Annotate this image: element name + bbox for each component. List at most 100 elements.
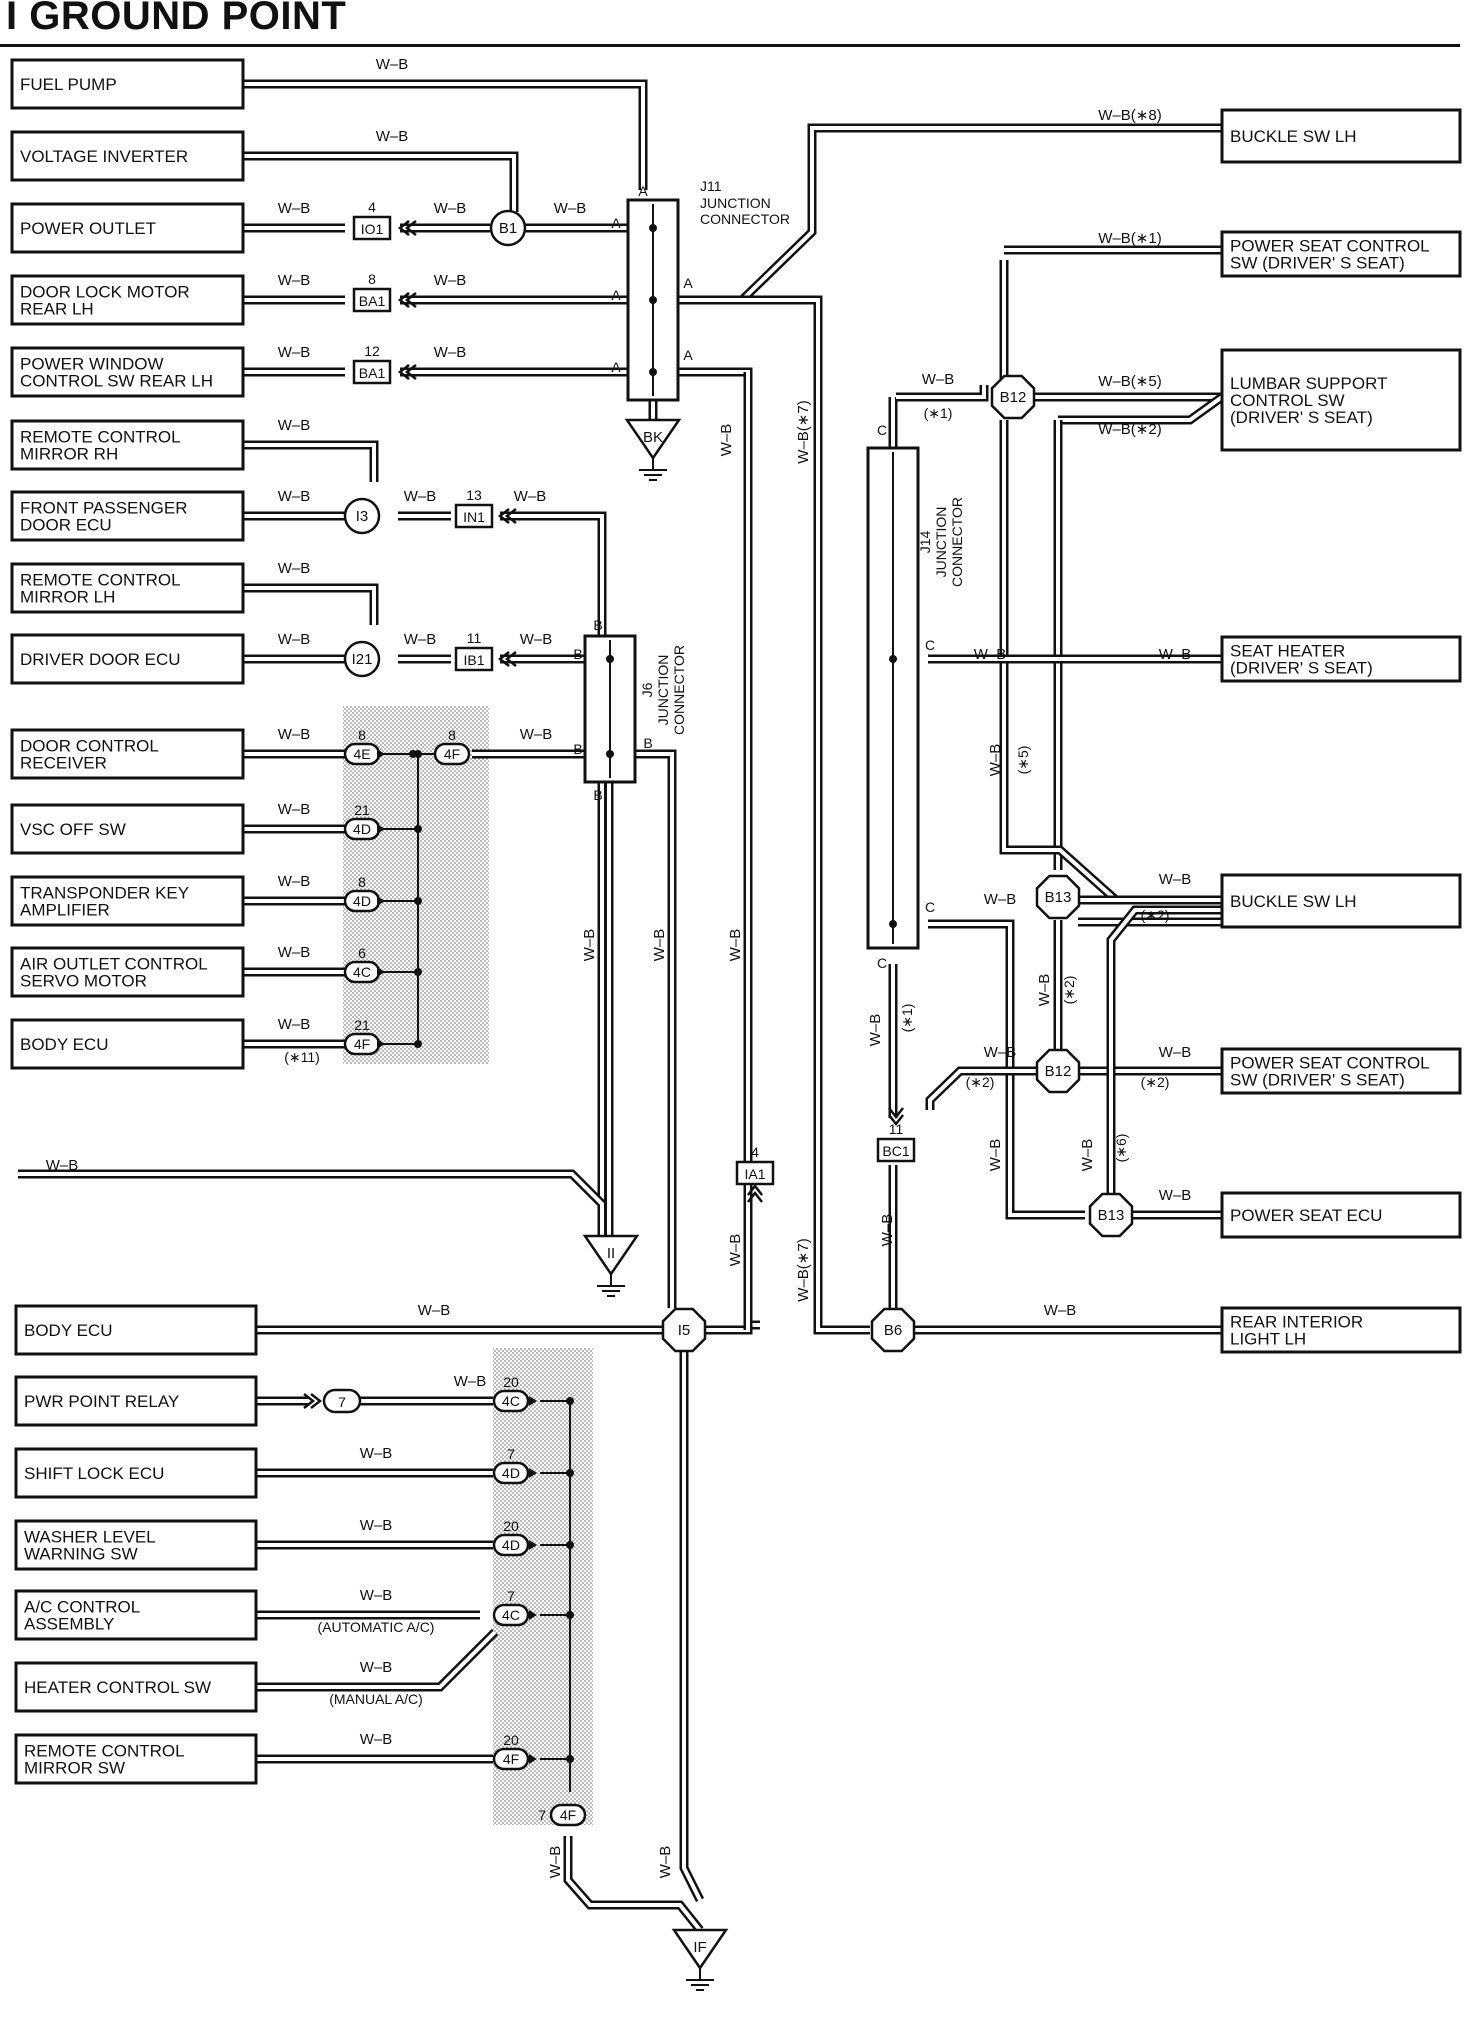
wire-label-j14-b12: W–B bbox=[922, 371, 955, 388]
comp-door-lock-motor-label-1: REAR LH bbox=[20, 300, 94, 319]
wire-b13b-buckle-core bbox=[1109, 908, 1222, 1194]
comp-pwr-point-relay-label-0: PWR POINT RELAY bbox=[24, 1392, 179, 1411]
note-2a: (∗2) bbox=[1141, 907, 1170, 923]
wire-label-wb7-b: W–B(∗7) bbox=[795, 1238, 812, 1301]
connector-arrow bbox=[397, 364, 417, 380]
arrow-head bbox=[377, 824, 385, 834]
splice-b12a-label: B12 bbox=[1000, 389, 1027, 406]
wire-label: W–B bbox=[1036, 974, 1053, 1007]
connector-io1 bbox=[352, 215, 392, 241]
comp-remote-mirror-rh-label-1: MIRROR RH bbox=[20, 445, 118, 464]
wire-mirror-lh bbox=[243, 583, 379, 625]
comp-power-seat-ecu-label-0: POWER SEAT ECU bbox=[1230, 1206, 1382, 1225]
pin-b-2: B bbox=[573, 741, 582, 757]
pin-c-0: C bbox=[877, 422, 887, 438]
comp-air-outlet-label-0: AIR OUTLET CONTROL bbox=[20, 955, 208, 974]
wire-label: W–B bbox=[1044, 1302, 1077, 1319]
connector-c4c_a-id: 4C bbox=[353, 964, 371, 980]
arrow-head bbox=[529, 1754, 537, 1764]
note-2d: (∗2) bbox=[1141, 1074, 1170, 1090]
pin-a-3: A bbox=[611, 287, 621, 303]
wire-label: W–B bbox=[434, 200, 467, 217]
wire-fuel-pump bbox=[243, 79, 648, 190]
junction-dot bbox=[414, 897, 422, 905]
wire-label: W–B bbox=[434, 272, 467, 289]
wire-label: W–B bbox=[360, 1731, 393, 1748]
wire-label: W–B bbox=[278, 726, 311, 743]
comp-power-seat-ctrl-2-box bbox=[1220, 1047, 1462, 1095]
wire-label: W–B bbox=[278, 873, 311, 890]
connector-ba1b-pin: 12 bbox=[364, 343, 380, 359]
page-title: I GROUND POINT bbox=[6, 0, 347, 38]
note-auto-ac: (AUTOMATIC A/C) bbox=[318, 1619, 435, 1635]
comp-power-seat-ecu-box bbox=[1220, 1191, 1462, 1239]
comp-rear-interior-light-label-0: REAR INTERIOR bbox=[1230, 1313, 1363, 1332]
splice-b13a-label: B13 bbox=[1045, 889, 1072, 906]
j11-name-1: CONNECTOR bbox=[700, 211, 790, 227]
connector-c4f_b-id: 4F bbox=[354, 1036, 370, 1052]
wire-label: W–B bbox=[46, 1157, 79, 1174]
pin-b-1: B bbox=[573, 646, 582, 662]
note-1a: (∗1) bbox=[924, 405, 953, 421]
wire-label: W–B bbox=[1159, 871, 1192, 888]
comp-fuel-pump-box bbox=[10, 58, 245, 110]
connector-ib1 bbox=[454, 646, 494, 672]
wire-mirror-rh bbox=[243, 440, 379, 482]
splice-b1 bbox=[489, 209, 527, 247]
connector-c4d_c-id: 4D bbox=[502, 1465, 520, 1481]
comp-body-ecu-1-label-0: BODY ECU bbox=[20, 1035, 109, 1054]
wire-label: W–B bbox=[434, 344, 467, 361]
pin-a-1: A bbox=[611, 215, 621, 231]
wire-label: W–B bbox=[278, 944, 311, 961]
j14-id: J14 bbox=[917, 531, 933, 554]
comp-power-window-sw-box bbox=[10, 346, 245, 398]
splice-i5-label: I5 bbox=[678, 1322, 691, 1339]
arrow-head bbox=[377, 896, 385, 906]
comp-door-lock-motor-label-0: DOOR LOCK MOTOR bbox=[20, 283, 190, 302]
wire-label: W–B bbox=[657, 1846, 674, 1879]
pin-a-0: A bbox=[638, 183, 648, 199]
connector-c4f_c-pin: 20 bbox=[503, 1732, 519, 1748]
wire-i5-if bbox=[679, 1352, 705, 1903]
connector-arrow bbox=[747, 1183, 763, 1203]
wire-label: W–B bbox=[547, 1846, 564, 1879]
wires bbox=[18, 79, 1225, 1933]
j11-id: J11 bbox=[700, 178, 722, 194]
connector-c4c_b bbox=[492, 1389, 530, 1413]
splice-i21 bbox=[343, 640, 381, 678]
connector-ib1-pin: 11 bbox=[467, 630, 482, 646]
connectors-and-splices bbox=[303, 198, 1134, 1991]
wire-left-edge-ii-core bbox=[18, 1172, 604, 1236]
comp-front-pass-ecu-label-0: FRONT PASSENGER bbox=[20, 499, 188, 518]
comp-front-pass-ecu-label-1: DOOR ECU bbox=[20, 516, 112, 535]
connector-c4c_c-pin: 7 bbox=[507, 1588, 515, 1604]
comp-door-ctrl-recv-label-0: DOOR CONTROL bbox=[20, 737, 159, 756]
splice-b6 bbox=[870, 1307, 916, 1353]
wire-mirror-rh-core bbox=[243, 443, 376, 482]
wire-label: W–B bbox=[404, 631, 437, 648]
j6-id: J6 bbox=[639, 682, 655, 697]
connector-ba1a bbox=[352, 287, 392, 313]
comp-buckle-sw-lh-2-label-0: BUCKLE SW LH bbox=[1230, 892, 1357, 911]
shaded-regions bbox=[343, 706, 593, 1825]
comp-lumbar-support-label-0: LUMBAR SUPPORT bbox=[1230, 374, 1387, 393]
wire-label: W–B bbox=[651, 929, 668, 962]
pin-c-2: C bbox=[925, 899, 935, 915]
comp-remote-mirror-rh-label-0: REMOTE CONTROL bbox=[20, 428, 181, 447]
comp-seat-heater-box bbox=[1220, 635, 1462, 683]
comp-rear-interior-light-box bbox=[1220, 1306, 1462, 1354]
junction-dot bbox=[566, 1397, 574, 1405]
connector-in1 bbox=[454, 503, 494, 529]
connector-c4c_b-id: 4C bbox=[502, 1393, 520, 1409]
ground-ii bbox=[582, 1234, 640, 1277]
connector-c4f_c bbox=[492, 1747, 530, 1771]
connector-bc1-pin: 11 bbox=[889, 1121, 904, 1137]
comp-washer-level-box bbox=[14, 1519, 258, 1571]
wire-j14-top-core bbox=[891, 385, 986, 450]
comp-door-ctrl-recv-label-1: RECEIVER bbox=[20, 754, 107, 773]
comp-remote-mirror-lh-label-0: REMOTE CONTROL bbox=[20, 571, 181, 590]
comp-buckle-sw-lh-1-box bbox=[1220, 108, 1462, 164]
wire-ac-manual-core bbox=[256, 1630, 497, 1689]
junction-dot bbox=[606, 655, 614, 663]
